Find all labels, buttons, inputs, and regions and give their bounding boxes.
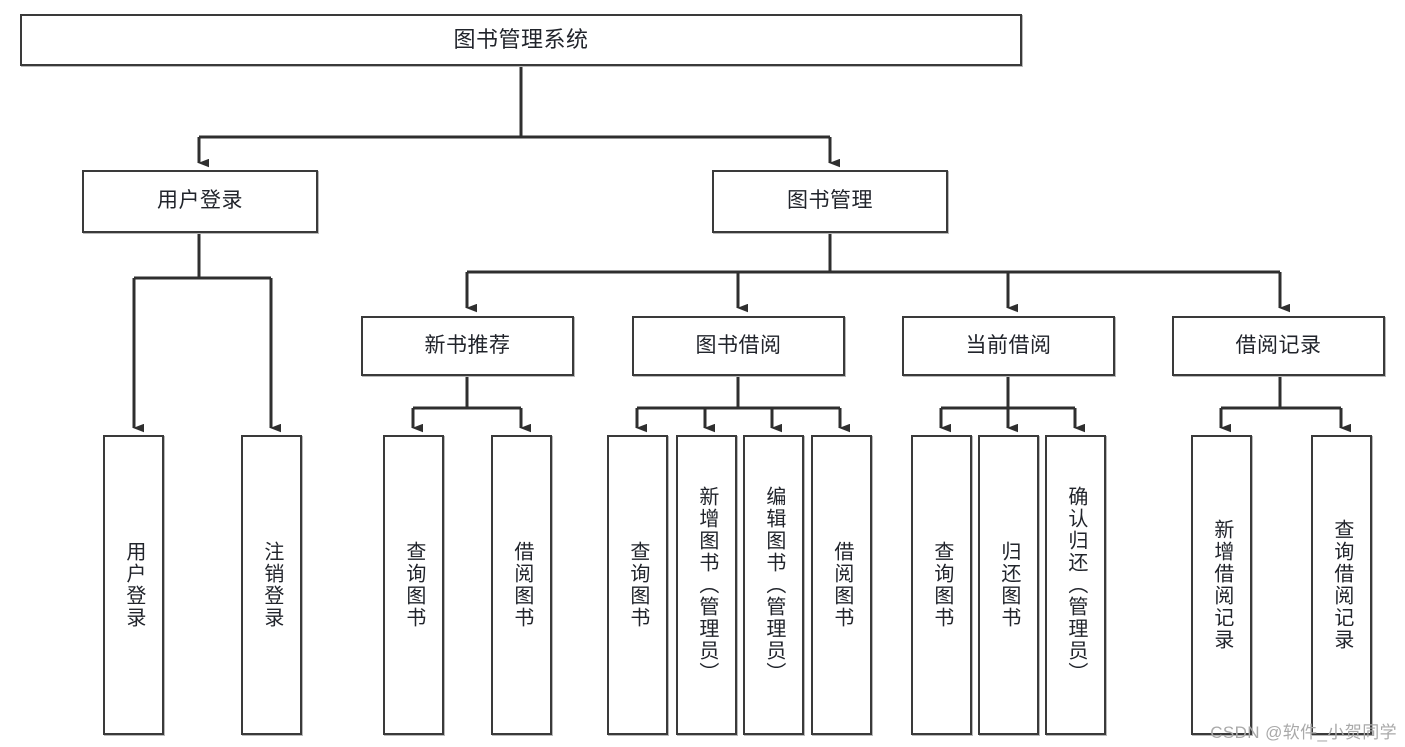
node-leaf-confirm-return-label: 确认归还（管理员） [1064,486,1087,684]
node-user-login[interactable]: 用户登录 [82,170,318,233]
node-leaf-edit-book-label: 编辑图书（管理员） [762,486,785,684]
node-root[interactable]: 图书管理系统 [20,14,1022,66]
node-book-borrow-label: 图书借阅 [695,333,782,357]
node-leaf-confirm-return[interactable]: 确认归还（管理员） [1045,435,1106,735]
node-leaf-borrow-book-1-label: 借阅图书 [510,541,533,629]
node-leaf-add-book-label: 新增图书（管理员） [695,486,718,684]
node-root-label: 图书管理系统 [453,27,589,53]
node-leaf-logout-login[interactable]: 注销登录 [241,435,302,735]
node-leaf-query-record[interactable]: 查询借阅记录 [1311,435,1372,735]
node-leaf-query-book-3[interactable]: 查询图书 [911,435,972,735]
node-leaf-add-book[interactable]: 新增图书（管理员） [676,435,737,735]
node-leaf-logout-login-label: 注销登录 [260,541,283,629]
node-current-borrow-label: 当前借阅 [965,333,1052,357]
node-leaf-user-login-label: 用户登录 [122,541,145,629]
node-book-borrow[interactable]: 图书借阅 [632,316,845,376]
node-leaf-borrow-book-2-label: 借阅图书 [830,541,853,629]
node-leaf-query-book-1-label: 查询图书 [402,541,425,629]
node-borrow-record-label: 借阅记录 [1235,333,1322,357]
node-leaf-borrow-book-1[interactable]: 借阅图书 [491,435,552,735]
node-book-manage-label: 图书管理 [787,189,873,213]
node-leaf-add-record[interactable]: 新增借阅记录 [1191,435,1252,735]
node-leaf-query-book-3-label: 查询图书 [930,541,953,629]
node-new-book-recommend[interactable]: 新书推荐 [361,316,574,376]
node-leaf-query-book-1[interactable]: 查询图书 [383,435,444,735]
node-leaf-query-record-label: 查询借阅记录 [1330,519,1353,651]
node-leaf-edit-book[interactable]: 编辑图书（管理员） [743,435,804,735]
node-leaf-add-record-label: 新增借阅记录 [1210,519,1233,651]
node-current-borrow[interactable]: 当前借阅 [902,316,1115,376]
node-new-book-recommend-label: 新书推荐 [424,333,511,357]
node-borrow-record[interactable]: 借阅记录 [1172,316,1385,376]
node-leaf-query-book-2[interactable]: 查询图书 [607,435,668,735]
node-leaf-user-login[interactable]: 用户登录 [103,435,164,735]
node-book-manage[interactable]: 图书管理 [712,170,948,233]
node-leaf-borrow-book-2[interactable]: 借阅图书 [811,435,872,735]
node-user-login-label: 用户登录 [157,189,243,213]
node-leaf-return-book[interactable]: 归还图书 [978,435,1039,735]
node-leaf-return-book-label: 归还图书 [997,541,1020,629]
csdn-watermark: CSDN @软件_小贺同学 [1210,723,1397,742]
node-leaf-query-book-2-label: 查询图书 [626,541,649,629]
